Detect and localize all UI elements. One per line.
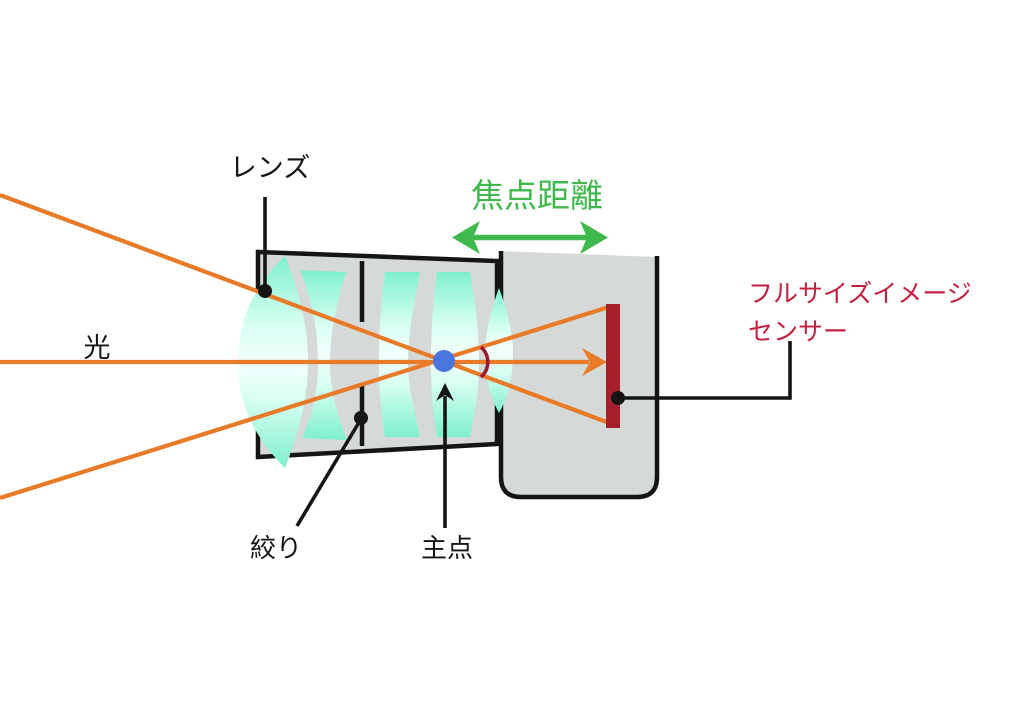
camera-body-fill — [501, 251, 657, 497]
axis-ray-arrowhead-icon — [582, 348, 607, 376]
light-label: 光 — [84, 333, 111, 364]
lens-element-mid — [379, 272, 420, 437]
lens-element-rear — [485, 288, 513, 413]
sensor-callout-line — [620, 341, 792, 400]
lens-callout-dot — [258, 284, 272, 298]
up-arrowhead-icon — [436, 383, 454, 401]
sensor-label-line1: フルサイズイメージ — [748, 279, 972, 308]
angle-arc — [479, 345, 490, 379]
aperture-callout-dot — [354, 411, 368, 425]
light-ray-lower — [0, 303, 613, 501]
aperture-callout-line — [295, 418, 363, 527]
aperture-label: 絞り — [250, 534, 302, 564]
focal-length-label: 焦点距離 — [471, 176, 603, 215]
left-arrowhead-icon — [452, 221, 480, 254]
principal-point-label: 主点 — [421, 534, 473, 564]
aperture-callout — [295, 411, 368, 527]
principal-point-dot — [433, 350, 455, 372]
principal-point-callout — [436, 383, 454, 528]
sensor-callout-dot — [611, 391, 625, 405]
sensor-label-line2: センサー — [748, 317, 848, 346]
right-arrowhead-icon — [580, 221, 608, 254]
camera-body-outline — [498, 251, 660, 500]
lens-callout — [258, 197, 272, 298]
light-rays — [0, 193, 613, 501]
lens-element-meniscus — [300, 270, 347, 440]
sensor-callout — [611, 341, 792, 405]
image-sensor — [606, 304, 620, 428]
camera-body — [498, 251, 660, 500]
focal-length-arrow — [452, 221, 608, 254]
lens-label: レンズ — [230, 153, 310, 184]
light-ray-upper — [0, 193, 613, 426]
